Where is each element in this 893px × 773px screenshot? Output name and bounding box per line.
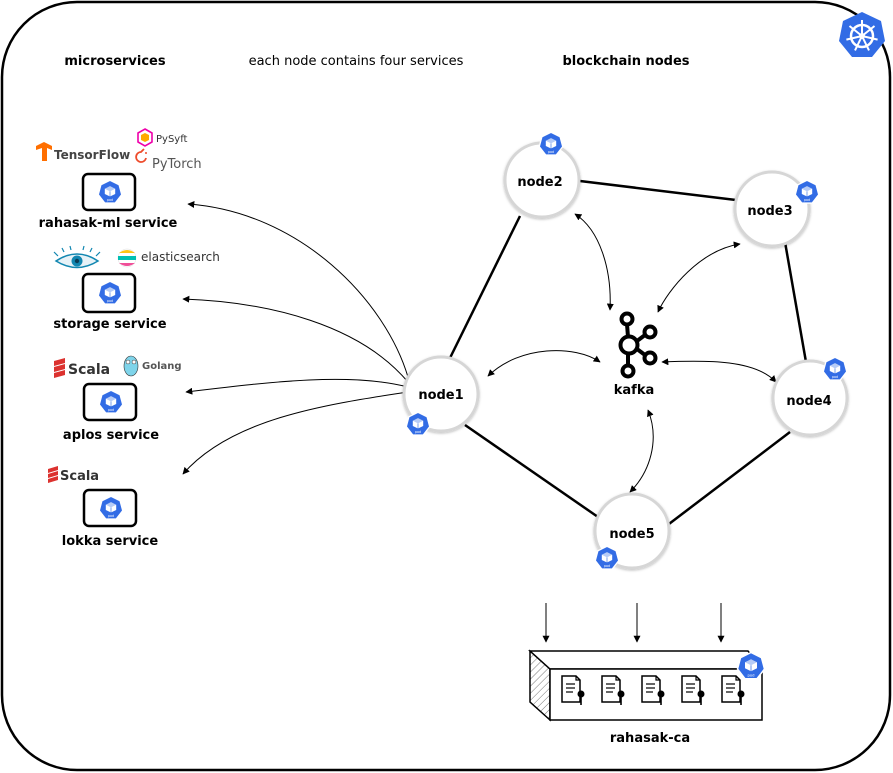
service-label: storage service [53,317,166,332]
svg-text:Scala: Scala [60,469,99,484]
scala-logo: Scala [54,358,110,378]
node-4: node4 [771,356,849,437]
cassandra-eye-icon [53,245,101,269]
certificate-icon [641,675,665,705]
kafka-icon [618,311,658,379]
pod-icon [538,131,564,156]
service-label: aplos service [63,428,159,443]
svg-text:PySyft: PySyft [156,134,188,145]
pod-icon [594,545,620,570]
note-header: each node contains four services [249,54,464,69]
pytorch-logo: PyTorch [135,148,202,172]
tensorflow-logo: TensorFlow [36,142,130,162]
svg-text:node3: node3 [747,204,792,219]
pysyft-logo: PySyft [137,128,188,147]
kubernetes-icon [839,12,885,57]
certificate-icon [561,675,585,705]
service-label: rahasak-ml service [39,216,178,231]
svg-text:PyTorch: PyTorch [152,157,202,172]
node-2: node2 [503,131,581,219]
svg-text:node5: node5 [609,527,654,542]
pod-icon [98,389,124,414]
golang-gopher-icon: Golang [123,355,182,377]
node-3: node3 [733,170,820,248]
scala-logo: Scala [48,466,99,484]
svg-text:TensorFlow: TensorFlow [54,148,130,162]
certificate-list [561,675,745,705]
svg-text:elasticsearch: elasticsearch [141,250,220,264]
svg-text:Golang: Golang [142,361,182,372]
certificate-icon [601,675,625,705]
svg-text:node4: node4 [786,394,831,409]
certificate-icon [681,675,705,705]
pod-icon [98,495,124,520]
pod-icon [97,280,123,305]
kafka-label: kafka [614,383,655,398]
kafka-links [487,213,777,493]
pod-icon [97,179,123,204]
svg-text:node2: node2 [517,175,562,190]
elasticsearch-logo: elasticsearch [117,248,220,268]
svg-text:Scala: Scala [68,362,110,378]
node-to-service-arrows [182,200,409,475]
pod-icon [794,179,820,204]
ca-down-arrows [542,603,725,643]
node-ring-links [447,179,808,528]
certificate-icon [721,675,745,705]
ca-label: rahasak-ca [610,731,690,746]
svg-text:node1: node1 [418,388,463,403]
pod-icon [822,356,848,381]
node-5: node5 [593,492,671,570]
service-label: lokka service [62,534,159,549]
microservices-header: microservices [64,54,165,69]
pod-icon [405,411,431,436]
node-1: node1 [402,355,480,436]
blockchain-header: blockchain nodes [562,54,689,69]
pod-icon [736,651,766,680]
